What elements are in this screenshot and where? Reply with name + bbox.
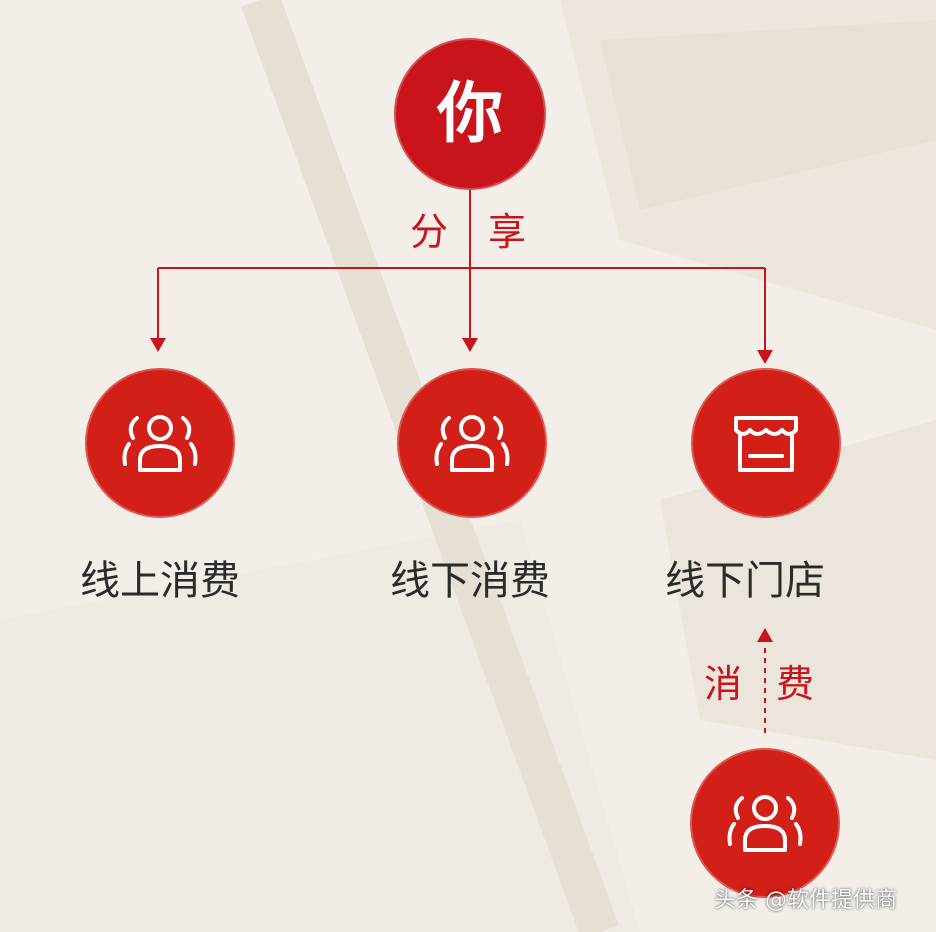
share-label-char-2: 享 [488,210,527,254]
watermark: 头条 @软件提供商 [714,888,897,913]
consume-label-char-2: 费 [776,662,815,706]
arrow-down-right-icon [757,350,773,364]
share-label-char-1: 分 [410,210,449,254]
storefront-icon [734,416,798,472]
node-offline-store [691,368,841,518]
node-online-consumption [85,368,235,518]
people-group-icon [122,415,198,472]
node-consumer [690,748,840,898]
label-online-consumption: 线上消费 [80,558,240,604]
node-offline-consumption [397,368,547,518]
consume-label-char-1: 消 [704,662,743,706]
label-offline-store: 线下门店 [665,558,825,604]
root-node-text: 你 [437,75,503,152]
label-offline-consumption: 线下消费 [390,558,550,604]
people-group-icon [434,415,510,472]
arrow-down-left-icon [150,338,166,352]
arrow-down-middle-icon [462,338,478,352]
root-node-you: 你 [394,38,546,190]
people-group-icon [727,795,803,852]
arrow-up-consume-icon [757,628,773,642]
